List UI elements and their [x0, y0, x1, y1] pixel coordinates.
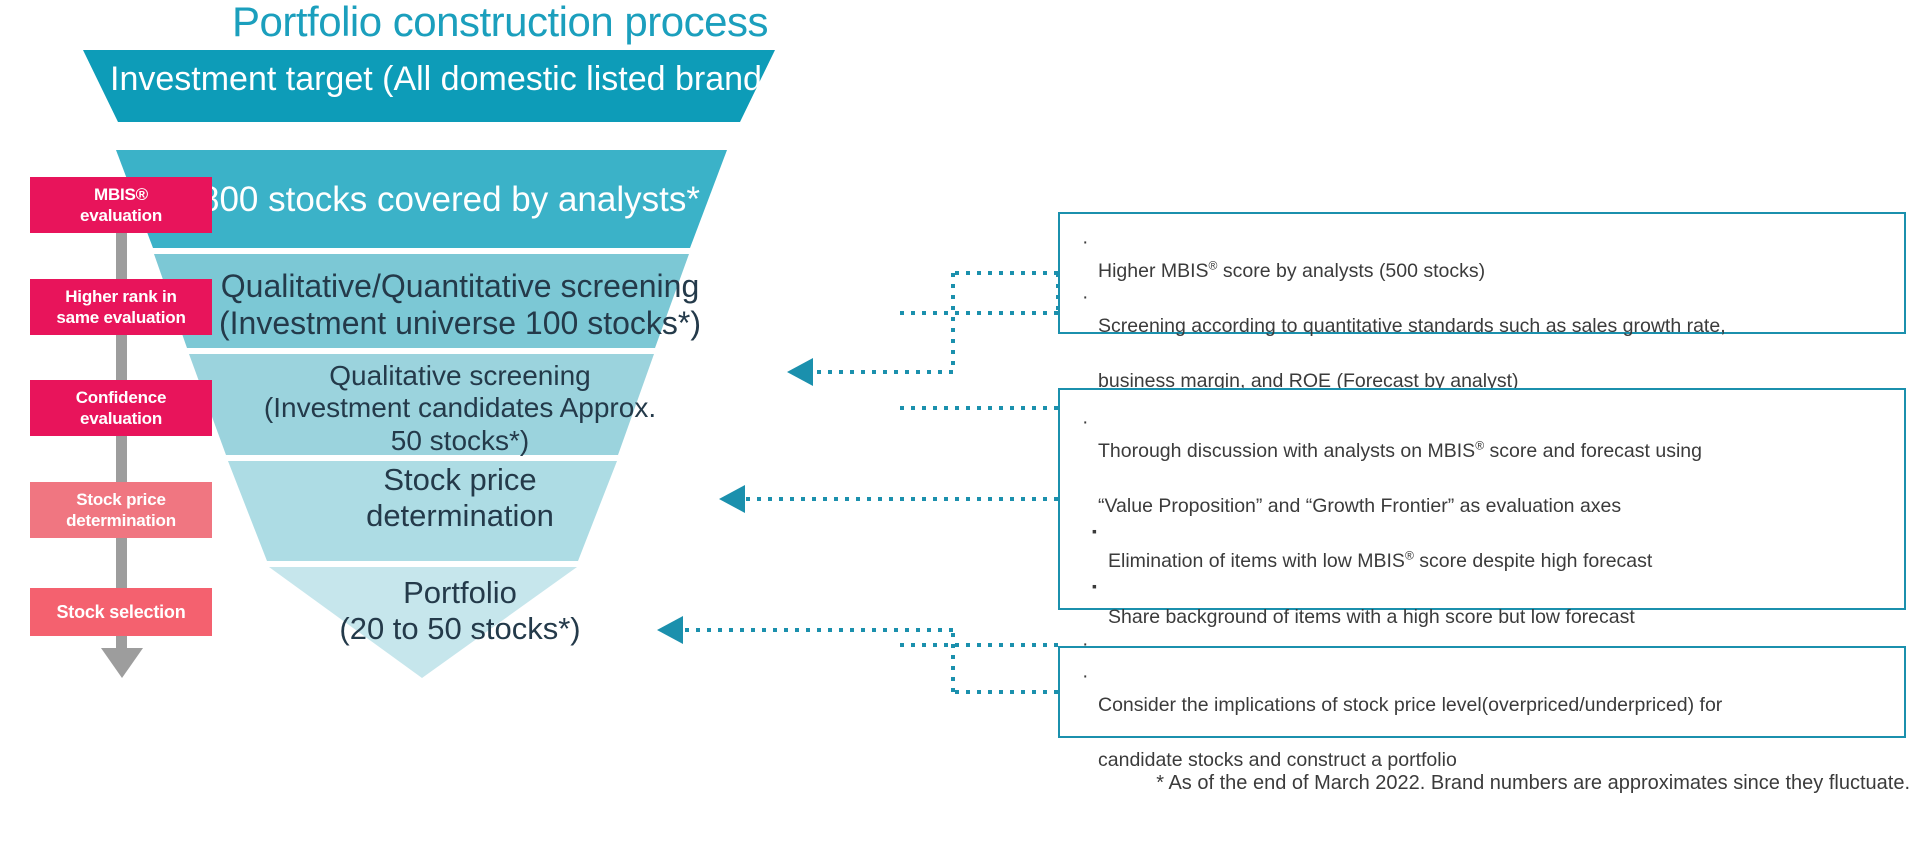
bullet-dot-icon: ·: [1082, 286, 1089, 309]
bullet-square-icon: ▪: [1092, 522, 1097, 539]
callout-line-continued: candidate stocks and construct a portfol…: [1082, 719, 1882, 774]
callout-text: “Value Proposition” and “Growth Frontier…: [1098, 495, 1622, 518]
callout-line: · Screening according to quantitative sta…: [1082, 285, 1882, 340]
chain-connector-line: [116, 225, 127, 650]
bullet-square-icon: ▪: [1092, 578, 1097, 595]
funnel-level-2-shape: [154, 254, 689, 348]
registered-mark: ®: [1208, 258, 1218, 273]
step-stock-price-determination: Stock price determination: [30, 482, 212, 538]
step-higher-rank: Higher rank in same evaluation: [30, 279, 212, 335]
callout-text-post: score and forecast using: [1484, 439, 1702, 462]
callout-text: Elimination of items with low MBIS: [1108, 550, 1405, 573]
callout-discussion: · Thorough discussion with analysts on MB…: [1058, 388, 1906, 683]
funnel-level-2-label: Qualitative/Quantitative screening (Inve…: [219, 268, 701, 342]
callout-text-post: score despite high forecast: [1413, 550, 1653, 573]
callout-line: · Consider the implications of stock pric…: [1082, 664, 1882, 719]
funnel-level-4-label: Stock price determination: [366, 462, 554, 533]
callout-line-continued: “Value Proposition” and “Growth Frontier…: [1082, 465, 1882, 520]
banner-shape: [83, 50, 775, 122]
callout-line: · Higher MBIS® score by analysts (500 sto…: [1082, 230, 1882, 285]
chain-arrow-icon: [101, 648, 143, 678]
c3-arrowhead-icon: [657, 616, 683, 644]
footnote: * As of the end of March 2022. Brand num…: [1156, 772, 1910, 794]
evaluation-step-chain: MBIS® evaluation Higher rank in same eva…: [0, 0, 260, 855]
callout-price-list: · Consider the implications of stock pric…: [1060, 648, 1904, 775]
funnel-shapes: [83, 50, 775, 678]
funnel-diagram: Investment target (All domestic listed b…: [0, 0, 920, 855]
step-confidence-evaluation: Confidence evaluation: [30, 380, 212, 436]
funnel-level-1-shape: [116, 150, 727, 248]
callout-line: · Thorough discussion with analysts on MB…: [1082, 410, 1882, 465]
c2-arrowhead-icon: [719, 485, 745, 513]
callout-discussion-list: · Thorough discussion with analysts on MB…: [1060, 390, 1904, 687]
funnel-level-4-shape: [228, 461, 617, 561]
callout-text: Consider the implications of stock price…: [1098, 693, 1723, 716]
step-mbis-evaluation: MBIS® evaluation: [30, 177, 212, 233]
banner-label: Investment target (All domestic listed b…: [110, 60, 791, 98]
callout-sub-line: ▪ Share background of items with a high s…: [1082, 576, 1882, 631]
bullet-dot-icon: ·: [1082, 231, 1089, 253]
callout-text: candidate stocks and construct a portfol…: [1098, 749, 1457, 772]
c1-arrowhead-icon: [787, 358, 813, 386]
registered-mark: ®: [1404, 548, 1414, 563]
callout-text: Screening according to quantitative stan…: [1098, 315, 1726, 338]
callout-screening-list: · Higher MBIS® score by analysts (500 sto…: [1060, 214, 1904, 396]
callout-line-continued: business margin, and ROE (Forecast by an…: [1082, 341, 1882, 396]
callout-sub-line: ▪ Elimination of items with low MBIS® sco…: [1082, 521, 1882, 576]
funnel-level-5-shape: [269, 567, 577, 678]
callout-text: Thorough discussion with analysts on MBI…: [1098, 439, 1476, 462]
registered-mark: ®: [1475, 438, 1485, 453]
callout-text: Higher MBIS: [1098, 259, 1209, 282]
funnel-level-3-label: Qualitative screening (Investment candid…: [263, 360, 657, 456]
bullet-dot-icon: ·: [1082, 665, 1089, 687]
step-stock-selection: Stock selection: [30, 588, 212, 636]
callout-text: Share background of items with a high sc…: [1108, 605, 1635, 628]
callout-text-post: score by analysts (500 stocks): [1217, 259, 1486, 282]
bullet-dot-icon: ·: [1082, 411, 1089, 433]
callout-screening: · Higher MBIS® score by analysts (500 sto…: [1058, 212, 1906, 392]
callout-text: business margin, and ROE (Forecast by an…: [1098, 370, 1519, 393]
page-title: Portfolio construction process: [232, 0, 768, 45]
funnel-level-5-label: Portfolio (20 to 50 stocks*): [339, 575, 581, 646]
callout-price: · Consider the implications of stock pric…: [1058, 646, 1906, 771]
funnel-level-3-shape: [189, 354, 654, 455]
funnel-level-1-label: 800 stocks covered by analysts*: [200, 180, 700, 219]
bullet-dot-icon: ·: [1082, 632, 1089, 655]
